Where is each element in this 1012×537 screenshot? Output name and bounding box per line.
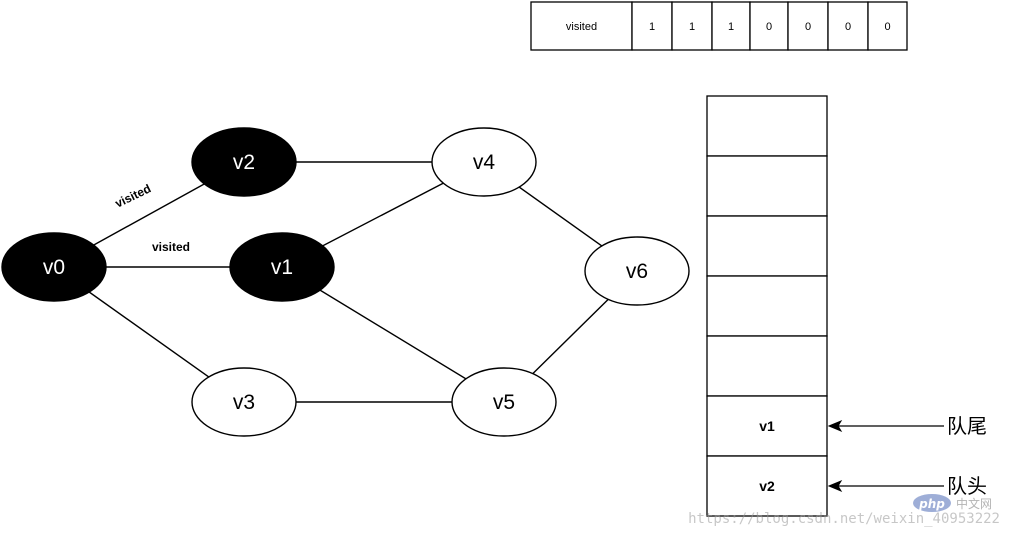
node-shape: [584, 236, 690, 306]
edge-label-v0-v1: visited: [152, 240, 190, 254]
visited-cell-value: 0: [766, 21, 772, 33]
visited-cell-value: 1: [728, 21, 734, 33]
node-v5: v5: [451, 367, 557, 437]
node-label: v0: [43, 256, 65, 279]
visited-cell: [749, 1, 789, 51]
node-label: v1: [271, 256, 293, 279]
visited-cell-value: 1: [649, 21, 655, 33]
php-site-text: 中文网: [956, 496, 992, 511]
node-shape: [191, 127, 297, 197]
node-v4: v4: [431, 127, 537, 197]
watermark-url: https://blog.csdn.net/weixin_40953222: [688, 511, 1000, 527]
queue-tail-pointer: 队尾: [827, 414, 987, 438]
edge-label-v0-v2: visited: [113, 181, 153, 210]
node-v3: v3: [191, 367, 297, 437]
visited-cell: [787, 1, 829, 51]
node-v6: v6: [584, 236, 690, 306]
watermark: https://blog.csdn.net/weixin_40953222 ph…: [688, 494, 1000, 527]
head-arrow-head: [827, 479, 843, 493]
queue-cell: [706, 395, 828, 457]
queue-cell: [706, 455, 828, 517]
head-label: 队头: [947, 474, 987, 498]
queue-cell: [706, 275, 828, 337]
node-shape: [191, 367, 297, 437]
node-label: v5: [493, 391, 515, 414]
node-shape: [229, 232, 335, 302]
visited-cell: [867, 1, 908, 51]
node-shape: [431, 127, 537, 197]
visited-array-header: visited: [566, 21, 597, 33]
node-shape: [1, 232, 107, 302]
queue-cell: [706, 215, 828, 277]
visited-cell: [631, 1, 673, 51]
visited-array: visited 1 1 1 0 0 0 0: [530, 1, 908, 51]
node-label: v2: [233, 151, 255, 174]
node-shape: [451, 367, 557, 437]
visited-cell: [671, 1, 713, 51]
tail-label: 队尾: [947, 414, 987, 438]
node-label: v3: [233, 391, 255, 414]
php-logo: [913, 494, 951, 512]
queue: v1 v2: [706, 95, 828, 517]
queue-cell-value: v1: [759, 418, 775, 434]
visited-cell-value: 1: [689, 21, 695, 33]
node-v0: v0: [1, 232, 107, 302]
visited-array-header-cell: [530, 1, 633, 51]
tail-arrow-head: [827, 419, 843, 433]
queue-cell: [706, 335, 828, 397]
queue-cell-value: v2: [759, 478, 775, 494]
queue-cell: [706, 155, 828, 217]
queue-cell: [706, 95, 828, 157]
visited-cell: [827, 1, 869, 51]
visited-cell-value: 0: [845, 21, 851, 33]
queue-head-pointer: 队头: [827, 474, 987, 498]
php-logo-text: php: [918, 497, 945, 511]
visited-cell-value: 0: [805, 21, 811, 33]
node-label: v6: [626, 260, 648, 283]
graph-nodes: v0 v1 v2 v3 v4 v5 v6: [1, 127, 690, 437]
node-v1: v1: [229, 232, 335, 302]
node-v2: v2: [191, 127, 297, 197]
visited-cell-value: 0: [884, 21, 890, 33]
node-label: v4: [473, 151, 496, 174]
